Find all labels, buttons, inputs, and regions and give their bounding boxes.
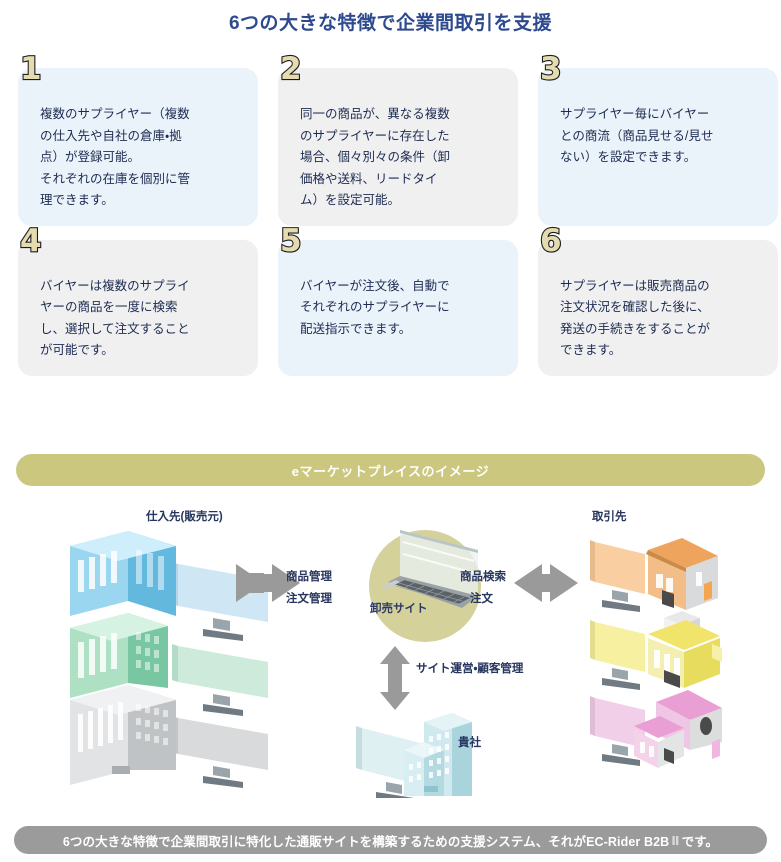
supplier-group-blue	[70, 531, 268, 641]
feature-card-3-number: 3	[539, 51, 563, 87]
marketplace-diagram: 仕入先(販売元) 取引先 商品管理 注文管理 商品検索 注文 卸売サイト サイト…	[0, 498, 781, 804]
feature-card-row-1: 1 複数のサプライヤー（複数 の仕入先や自社の倉庫・拠 点）が登録可能。 それぞ…	[0, 52, 781, 226]
company-label: 貴社	[458, 737, 481, 749]
feature-card-6-text: サプライヤーは販売商品の 注文状況を確認した後に、 発送の手続きをすることが で…	[560, 278, 711, 358]
supplier-group-gray	[70, 685, 268, 788]
supplier-group-green	[70, 613, 268, 716]
feature-card-1-number: 1	[19, 51, 43, 87]
customer-group-pink	[590, 690, 722, 768]
feature-card-row-2: 4 バイヤーは複数のサプライ ヤーの商品を一度に検索 し、選択して注文すること …	[0, 224, 781, 376]
feature-card-2-number: 2	[279, 51, 303, 87]
right-arrow-label-line2: 注文	[470, 593, 493, 605]
feature-card-3-text: サプライヤー毎にバイヤー との商流（商品見せる/見せ ない）を設定できます。	[560, 107, 714, 164]
customer-group-orange	[590, 538, 718, 612]
feature-cards-area: 1 複数のサプライヤー（複数 の仕入先や自社の倉庫・拠 点）が登録可能。 それぞ…	[0, 52, 781, 390]
feature-card-5: 5 バイヤーが注文後、自動で それぞれのサプライヤーに 配送指示できます。	[278, 224, 518, 376]
left-double-arrow-icon	[236, 564, 300, 602]
feature-card-4-text: バイヤーは複数のサプライ ヤーの商品を一度に検索 し、選択して注文すること が可…	[40, 278, 190, 358]
feature-card-4-number: 4	[19, 222, 43, 259]
wholesale-site-hub	[369, 530, 481, 642]
left-arrow-label-line1: 商品管理	[286, 571, 332, 583]
left-arrow-label-line2: 注文管理	[286, 593, 332, 605]
feature-card-5-text: バイヤーが注文後、自動で それぞれのサプライヤーに 配送指示できます。	[300, 278, 450, 336]
feature-card-6: 6 サプライヤーは販売商品の 注文状況を確認した後に、 発送の手続きをすることが…	[538, 224, 778, 376]
feature-card-2-text: 同一の商品が、異なる複数 のサプライヤーに存在した 場合、個々別々の条件（卸 価…	[300, 107, 451, 207]
wholesale-site-label: 卸売サイト	[370, 603, 428, 615]
feature-card-3: 3 サプライヤー毎にバイヤー との商流（商品見せる/見せ ない）を設定できます。	[538, 52, 778, 226]
page-title: 6つの大きな特徴で企業間取引を支援	[228, 13, 553, 34]
footer-text-after: です。	[681, 834, 719, 849]
marketplace-banner-label: eマーケットプレイスのイメージ	[291, 463, 490, 479]
customer-heading: 取引先	[592, 511, 627, 523]
feature-card-6-number: 6	[539, 222, 563, 259]
footer-text-before: 6つの大きな特徴で企業間取引に特化した通販サイトを構築するための支援システム、そ…	[62, 834, 670, 849]
feature-card-2: 2 同一の商品が、異なる複数 のサプライヤーに存在した 場合、個々別々の条件（卸…	[278, 52, 518, 226]
footer-roman-numeral: Ⅱ	[671, 833, 680, 848]
footer-summary-bar: 6つの大きな特徴で企業間取引に特化した通販サイトを構築するための支援システム、そ…	[14, 826, 767, 854]
bottom-arrow-label: サイト運営・顧客管理	[416, 663, 524, 675]
feature-card-5-number: 5	[279, 222, 303, 259]
feature-card-1-text: 複数のサプライヤー（複数 の仕入先や自社の倉庫・拠 点）が登録可能。 それぞれの…	[40, 107, 191, 207]
feature-card-1: 1 複数のサプライヤー（複数 の仕入先や自社の倉庫・拠 点）が登録可能。 それぞ…	[18, 52, 258, 226]
bottom-vertical-arrow-icon	[380, 646, 410, 710]
diagram-illustration	[70, 530, 722, 804]
right-double-arrow-icon	[514, 564, 578, 602]
feature-card-4: 4 バイヤーは複数のサプライ ヤーの商品を一度に検索 し、選択して注文すること …	[18, 224, 258, 376]
marketplace-banner: eマーケットプレイスのイメージ	[16, 454, 765, 486]
right-arrow-label-line1: 商品検索	[460, 571, 506, 583]
company-group	[356, 713, 472, 804]
customer-group-yellow	[590, 611, 722, 690]
supplier-heading: 仕入先(販売元)	[146, 511, 223, 523]
